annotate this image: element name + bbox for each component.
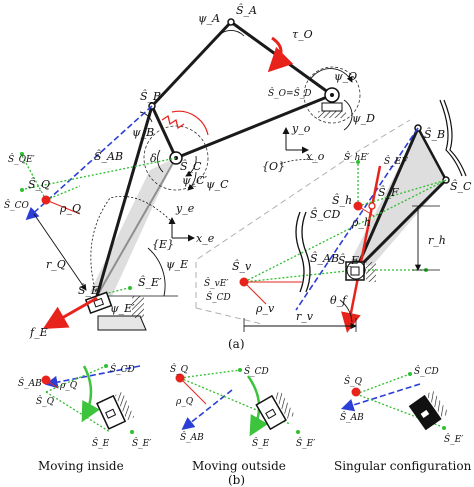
label-b2-S-AB: Ŝ_AB (180, 431, 204, 443)
label-b3-S-CD: Ŝ_CD (414, 365, 439, 377)
label-detail-S-E: Ŝ_E (338, 253, 359, 267)
label-S-Q: Ŝ_Q (28, 177, 50, 191)
label-S-E: Ŝ_E (78, 283, 99, 297)
spring (161, 114, 185, 130)
label-S-AB: Ŝ_AB (94, 149, 123, 163)
label-delta: δ (150, 152, 157, 165)
caption-singular: Singular configuration (334, 459, 472, 473)
label-rho-Q: ρ_Q (59, 202, 81, 215)
label-S-hE-prime: Ŝ_hE′ (344, 151, 369, 163)
label-b3-S-Q: Ŝ_Q (344, 375, 363, 387)
label-psi-O: ψ_O (334, 70, 357, 83)
label-b1-S-CD: Ŝ_CD (110, 363, 135, 375)
caption-moving-inside: Moving inside (38, 459, 124, 473)
link-AD (230, 20, 333, 97)
label-psi-E-prime: ψ_E′ (110, 302, 135, 315)
label-b2-S-E: Ŝ_E (252, 437, 270, 449)
label-detail-S-CD2: Ŝ_CD (206, 291, 231, 303)
labels-detail: Ŝ_B Ŝ_C Ŝ_hE′ Ŝ_EF Ŝ_F Ŝ_h Ŝ_CD ρ_h r_h … (204, 127, 472, 323)
detail-view (195, 99, 467, 333)
link-AB (150, 20, 233, 108)
label-S-vE-prime: Ŝ_vE′ (204, 277, 228, 289)
label-S-B: Ŝ_B (140, 89, 161, 103)
labels-mechanism: ψ_A Ŝ_A τ_O ψ_O Ŝ_O=Ŝ_D ψ_D Ŝ_B ψ_B δ Ŝ_… (4, 3, 375, 339)
label-panel-a: (a) (228, 337, 245, 351)
label-theta-f: θ_f (330, 294, 348, 307)
link-BE (95, 105, 154, 297)
label-S-CO: Ŝ_CO (4, 199, 30, 211)
caption-moving-outside: Moving outside (192, 459, 286, 473)
label-psi-D: ψ_D (352, 112, 375, 125)
label-psi-C: ψ_C (206, 178, 229, 191)
label-S-O-D: Ŝ_O=Ŝ_D (268, 87, 311, 99)
point-Q (41, 195, 51, 205)
label-psi-E: ψ_E (166, 258, 188, 271)
label-r-Q: r_Q (46, 258, 66, 271)
label-x-e: x_e (196, 232, 215, 245)
r-Q-dimension (33, 213, 87, 291)
label-tau-O: τ_O (292, 28, 313, 41)
force-f-E (42, 296, 98, 329)
link-BC (150, 105, 178, 159)
subfigure-moving-inside: Ŝ_AB ρ_Q Ŝ_CD Ŝ_Q Ŝ_E Ŝ_E′ Moving inside (18, 363, 151, 473)
label-b1-S-AB: Ŝ_AB (18, 377, 42, 389)
mechanism-main (19, 18, 361, 331)
label-S-F: Ŝ_F (378, 185, 399, 199)
label-b2-S-Q: Ŝ_Q (170, 363, 189, 375)
subfigure-singular: Ŝ_Q Ŝ_CD Ŝ_AB Ŝ_E′ Singular configuratio… (334, 365, 472, 473)
label-b2-S-E-prime: Ŝ_E′ (296, 437, 315, 449)
rho-Q-segment (45, 199, 81, 215)
label-psi-A: ψ_A (198, 12, 220, 25)
label-detail-S-CD: Ŝ_CD (310, 207, 340, 221)
link-CE (96, 157, 177, 297)
joint-A (227, 18, 235, 26)
label-S-v: Ŝ_v (232, 259, 252, 273)
screw-CO (19, 157, 177, 191)
subfigure-moving-outside: Ŝ_Q Ŝ_CD ρ_Q Ŝ_AB Ŝ_E Ŝ_E′ Moving outsid… (170, 363, 315, 473)
label-frame-E: {E} (152, 238, 174, 251)
label-b2-rho-Q: ρ_Q (175, 397, 194, 407)
label-b1-S-E: Ŝ_E (92, 437, 110, 449)
label-rho-h: ρ_h (351, 216, 371, 229)
label-b3-S-E-prime: Ŝ_E′ (444, 433, 463, 445)
label-f-E: f_E (29, 326, 48, 339)
label-r-h: r_h (428, 234, 446, 247)
label-b1-rho-Q: ρ_Q (59, 381, 78, 391)
label-S-C: Ŝ_C (180, 159, 202, 173)
label-S-QE-prime: Ŝ_QE′ (8, 153, 35, 165)
label-S-A: Ŝ_A (236, 3, 257, 17)
label-detail-S-C: Ŝ_C (450, 179, 472, 193)
label-b2-S-CD: Ŝ_CD (244, 365, 269, 377)
label-S-h: Ŝ_h (332, 193, 352, 207)
finger-shade (90, 158, 175, 296)
label-psi-B: ψ_B (132, 126, 154, 139)
label-S-EF: Ŝ_EF (384, 155, 408, 167)
label-detail-S-B: Ŝ_B (424, 127, 445, 141)
label-y-e: y_e (175, 202, 195, 215)
label-rho-v: ρ_v (255, 302, 275, 315)
label-psi-C-prime: ψ_C′ (182, 174, 208, 187)
label-y-o: y_o (291, 122, 311, 135)
label-b3-S-AB: Ŝ_AB (340, 411, 364, 423)
label-frame-O: {O} (262, 160, 285, 173)
tau-arrow (267, 36, 294, 73)
label-x-o: x_o (306, 150, 325, 163)
screw-QE-prime (19, 151, 47, 201)
label-detail-S-AB: Ŝ_AB (310, 251, 339, 265)
label-S-E-prime: Ŝ_E′ (138, 275, 162, 289)
label-r-v: r_v (296, 310, 314, 323)
label-b1-S-E-prime: Ŝ_E′ (132, 437, 151, 449)
label-panel-b: (b) (228, 473, 245, 487)
label-b1-S-Q: Ŝ_Q (36, 395, 55, 407)
